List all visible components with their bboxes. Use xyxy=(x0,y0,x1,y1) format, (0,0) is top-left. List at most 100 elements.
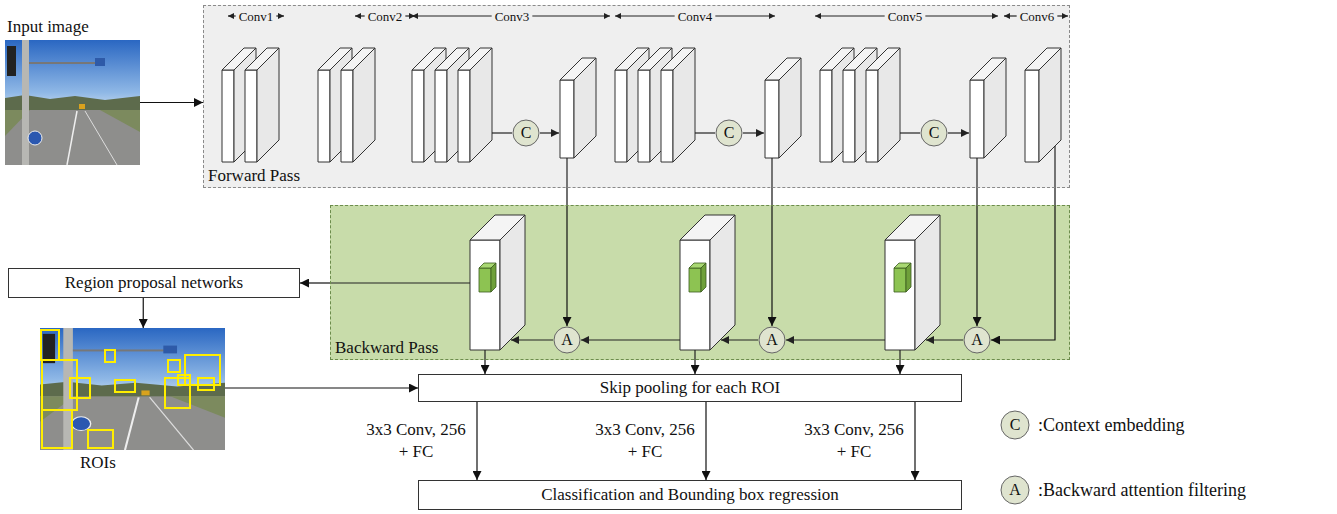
label-box: Conv4 xyxy=(678,10,713,23)
conv-layer xyxy=(673,48,695,162)
wire xyxy=(743,132,764,133)
attention-cube xyxy=(689,268,701,292)
label-box: Conv1 xyxy=(239,10,274,23)
attention-cube xyxy=(479,268,491,292)
conv-layer xyxy=(615,70,627,162)
attention-cube xyxy=(894,268,906,292)
legend-symbol-letter: C xyxy=(1010,417,1021,433)
panel-ground xyxy=(330,205,1070,360)
box-text: Classification and Bounding box regressi… xyxy=(541,485,838,505)
conv-layer xyxy=(222,70,234,162)
legend-sample xyxy=(1001,411,1029,439)
conv-layer xyxy=(638,70,650,162)
circle-shape xyxy=(964,327,990,353)
wire xyxy=(540,132,559,133)
layer-group-label: Conv3 xyxy=(495,10,530,23)
circle-shape xyxy=(759,327,785,353)
wire xyxy=(615,15,675,16)
wire xyxy=(511,339,553,340)
conv-layer xyxy=(843,70,855,162)
circle-shape xyxy=(716,120,742,146)
wire xyxy=(581,339,680,340)
conv-layer xyxy=(470,48,492,162)
attention-feature-map xyxy=(885,240,915,350)
panel-title: Forward Pass xyxy=(208,166,300,186)
attention-feature-map xyxy=(470,240,500,350)
process-box: Region proposal networks xyxy=(8,268,300,298)
context-feature-map xyxy=(984,58,1006,158)
connector-arrow xyxy=(143,298,144,328)
connector-arrow xyxy=(976,188,977,326)
panel-ground xyxy=(203,5,1070,188)
context-feature-map xyxy=(779,58,801,158)
context-feature-map xyxy=(765,80,779,158)
process-box: Skip pooling for each ROI xyxy=(418,374,962,402)
attention-cube xyxy=(906,263,911,292)
input-image: Input image xyxy=(5,40,140,165)
edge-label: 3x3 Conv, 256 + FC xyxy=(799,419,909,463)
wire xyxy=(948,132,969,133)
connector-arrow xyxy=(566,188,567,326)
label-box: Conv5 xyxy=(888,10,923,23)
connector-arrow xyxy=(899,360,900,374)
label-box: Conv6 xyxy=(1020,10,1055,23)
wire xyxy=(926,339,963,340)
circle-shape xyxy=(513,120,539,146)
circle-letter: A xyxy=(561,332,573,348)
box-text: Region proposal networks xyxy=(65,273,243,293)
wire xyxy=(1004,15,1017,16)
attention-feature-map xyxy=(710,215,735,350)
context-embedding-circle: C xyxy=(715,119,743,147)
circle-letter: C xyxy=(521,125,532,141)
connector-arrow xyxy=(140,102,203,103)
roi-image: ROIs xyxy=(40,328,225,450)
circle-shape xyxy=(921,120,947,146)
wire xyxy=(412,15,492,16)
layer-group-label: Conv4 xyxy=(678,10,713,23)
wire xyxy=(1054,146,1055,188)
circle-letter: C xyxy=(724,125,735,141)
connector-arrow xyxy=(225,387,418,388)
backward-pass-panel: Backward PassAAA xyxy=(330,205,1070,360)
wire xyxy=(771,158,772,188)
connector-arrow xyxy=(694,360,695,374)
wire xyxy=(925,15,998,16)
wire xyxy=(1057,15,1068,16)
conv-layer xyxy=(878,48,900,162)
connector-arrow xyxy=(300,282,330,283)
legend-entry: :Context embedding xyxy=(1038,414,1184,436)
context-embedding-circle: C xyxy=(512,119,540,147)
label-box: A xyxy=(1009,482,1021,498)
wire xyxy=(355,15,365,16)
circle-letter: A xyxy=(971,332,983,348)
conv-layer xyxy=(661,70,673,162)
conv-layer xyxy=(412,70,424,162)
conv-layer xyxy=(435,70,447,162)
label-box: Conv2 xyxy=(368,10,403,23)
legend-text: :Context embedding xyxy=(1038,414,1184,436)
image-caption: ROIs xyxy=(40,453,225,473)
conv-layer xyxy=(1039,48,1061,162)
wire xyxy=(900,132,920,133)
legend-entry: :Backward attention filtering xyxy=(1038,479,1246,501)
roi-photo xyxy=(40,328,225,450)
legend-sample xyxy=(1001,476,1029,504)
wire xyxy=(815,15,885,16)
context-feature-map xyxy=(574,58,596,158)
legend-text: :Backward attention filtering xyxy=(1038,479,1246,501)
context-feature-map xyxy=(560,80,574,158)
conv-layer xyxy=(1025,70,1039,162)
circle-shape xyxy=(554,327,580,353)
image-caption: Input image xyxy=(7,17,142,37)
connector-arrow xyxy=(484,360,485,374)
wire xyxy=(976,158,977,188)
edge-label-box: 3x3 Conv, 256 + FC xyxy=(590,419,700,463)
wire xyxy=(715,15,775,16)
wire xyxy=(786,339,885,340)
connector-arrow xyxy=(705,402,706,480)
edge-label-box: 3x3 Conv, 256 + FC xyxy=(799,419,909,463)
connector-arrow xyxy=(991,188,1055,340)
layer-group-label: Conv2 xyxy=(368,10,403,23)
